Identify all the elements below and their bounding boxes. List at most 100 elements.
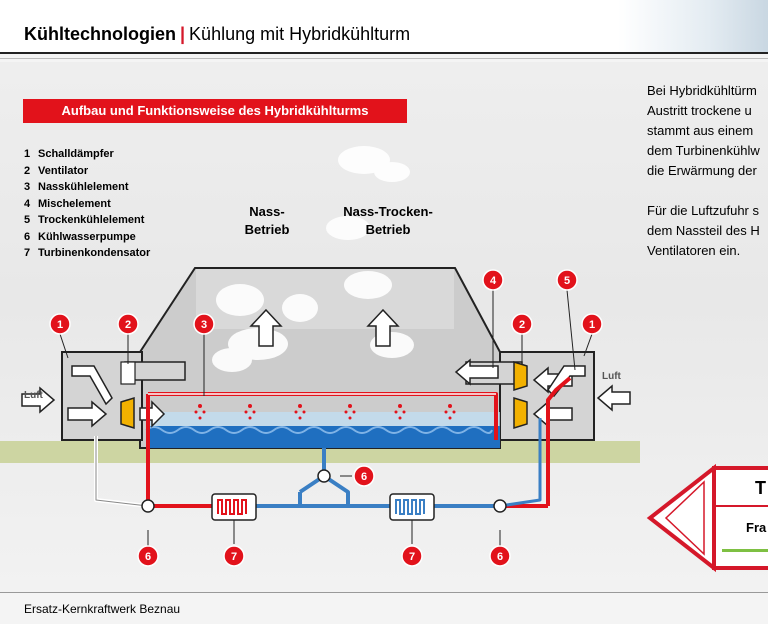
condenser-right-coil bbox=[395, 499, 425, 515]
callout-number: 4 bbox=[490, 275, 497, 287]
legend-num: 6 bbox=[24, 230, 31, 243]
callout-6-left bbox=[137, 545, 159, 567]
mode-mixed-line1: Nass-Trocken- bbox=[343, 204, 433, 219]
legend-text: Schalldämpfer bbox=[38, 148, 114, 160]
legend-num: 1 bbox=[24, 148, 31, 160]
callout-number: 1 bbox=[57, 319, 63, 331]
footer-text: Ersatz-Kernkraftwerk Beznau bbox=[24, 602, 181, 616]
callout-5 bbox=[556, 269, 578, 291]
water-basin bbox=[146, 426, 500, 448]
nav-arrow-inner bbox=[664, 480, 705, 556]
legend-num: 4 bbox=[24, 197, 31, 210]
legend-item: 6 Kühlwasserpumpe bbox=[24, 229, 150, 246]
callout-7-left bbox=[223, 545, 245, 567]
air-in-right-arrow bbox=[596, 384, 631, 412]
legend-item: 1 Schalldämpfer bbox=[24, 146, 150, 163]
header: Kühltechnologien|Kühlung mit Hybridkühlt… bbox=[0, 0, 768, 52]
nav-box[interactable] bbox=[712, 466, 768, 570]
callout-number: 1 bbox=[589, 319, 595, 331]
air-label-right: Luft bbox=[602, 371, 621, 382]
damper-left bbox=[120, 361, 136, 385]
air-flow-left-arrow bbox=[67, 400, 108, 428]
side-line: dem Turbinenkühlw bbox=[647, 143, 760, 158]
side-line: Bei Hybridkühltürm bbox=[647, 83, 757, 98]
diagram-banner: Aufbau und Funktionsweise des Hybridkühl… bbox=[23, 99, 407, 123]
air-in-left-arrow bbox=[21, 386, 56, 414]
side-line: Austritt trockene u bbox=[647, 103, 752, 118]
nav-progress bbox=[722, 549, 768, 552]
legend-text: Nasskühlelement bbox=[38, 181, 129, 193]
steam-arrows bbox=[249, 308, 400, 347]
legend: 1 Schalldämpfer 2 Ventilator 3 Nasskühlelem… bbox=[24, 146, 150, 262]
legend-text: Ventilator bbox=[38, 164, 89, 177]
hot-riser-right bbox=[546, 376, 572, 506]
side-line: Für die Luftzufuhr s bbox=[647, 203, 759, 218]
mode-wet-line2: Betrieb bbox=[244, 222, 290, 237]
up-arrow-mixed bbox=[366, 308, 400, 347]
side-text: Bei Hybridkühltürm Austritt trockene u s… bbox=[647, 81, 768, 281]
nav-divider bbox=[716, 505, 768, 507]
callout-number: 6 bbox=[145, 551, 151, 563]
callout-4 bbox=[482, 269, 504, 291]
fan-left-icon bbox=[120, 396, 135, 430]
callout-number: 3 bbox=[201, 319, 207, 331]
callout-6-mid bbox=[353, 465, 375, 487]
callouts bbox=[49, 269, 603, 567]
callout-number: 7 bbox=[409, 551, 415, 563]
piping bbox=[94, 376, 572, 508]
legend-num: 3 bbox=[24, 181, 31, 193]
callout-6-right bbox=[489, 545, 511, 567]
side-line: Ventilatoren ein. bbox=[647, 243, 741, 258]
footer-rule bbox=[0, 592, 768, 593]
mode-label-wet: Nass- Betrieb bbox=[232, 203, 302, 239]
callout-number: 6 bbox=[497, 551, 503, 563]
return-left-edge bbox=[95, 436, 149, 507]
up-arrow-wet bbox=[249, 308, 283, 347]
callout-3 bbox=[193, 313, 215, 335]
legend-num: 5 bbox=[24, 214, 31, 226]
pump-right-icon bbox=[493, 499, 507, 513]
callout-2-right bbox=[511, 313, 533, 335]
condenser-left-coil bbox=[217, 499, 247, 515]
header-decoration bbox=[618, 0, 768, 52]
title-rest: Kühlung mit Hybridkühlturm bbox=[189, 24, 411, 44]
callout-number: 2 bbox=[125, 319, 131, 331]
mode-wet-line1: Nass- bbox=[249, 204, 285, 219]
legend-num: 7 bbox=[24, 247, 31, 259]
side-paragraph-1: Bei Hybridkühltürm Austritt trockene u s… bbox=[647, 81, 768, 181]
pump-mid-icon bbox=[317, 469, 331, 483]
title-bold: Kühltechnologien bbox=[24, 24, 176, 44]
fan-right-upper-icon bbox=[513, 360, 528, 392]
dry-air-out-arrow bbox=[454, 358, 499, 386]
nav-link[interactable]: Fra bbox=[746, 520, 767, 535]
water-waves bbox=[145, 426, 493, 434]
nav-title[interactable]: T bbox=[755, 478, 766, 498]
side-paragraph-2: Für die Luftzufuhr s dem Nassteil des H … bbox=[647, 201, 768, 261]
silencer-left-icon bbox=[71, 365, 113, 406]
fan-right-lower-icon bbox=[513, 396, 528, 430]
legend-item: 2 Ventilator bbox=[24, 163, 150, 180]
legend-num: 2 bbox=[24, 164, 31, 177]
callout-2-left bbox=[117, 313, 139, 335]
fans bbox=[120, 360, 528, 430]
callout-1-left bbox=[49, 313, 71, 335]
callout-number: 6 bbox=[361, 471, 367, 483]
legend-text: Kühlwasserpumpe bbox=[38, 230, 136, 243]
callout-1-right bbox=[581, 313, 603, 335]
callout-number: 2 bbox=[519, 319, 525, 331]
header-rule-thin bbox=[0, 58, 768, 59]
callout-number: 5 bbox=[564, 275, 570, 287]
legend-item: 3 Nasskühlelement bbox=[24, 179, 150, 196]
legend-item: 5 Trockenkühlelement bbox=[24, 212, 150, 229]
mode-mixed-line2: Betrieb bbox=[365, 222, 411, 237]
mode-label-mixed: Nass-Trocken- Betrieb bbox=[328, 203, 448, 239]
pumps bbox=[141, 469, 507, 513]
callout-number: 7 bbox=[231, 551, 237, 563]
air-arrows bbox=[21, 358, 631, 428]
callout-7-right bbox=[401, 545, 423, 567]
legend-text: Trockenkühlelement bbox=[38, 214, 145, 226]
legend-item: 4 Mischelement bbox=[24, 196, 150, 213]
legend-text: Mischelement bbox=[38, 197, 111, 210]
